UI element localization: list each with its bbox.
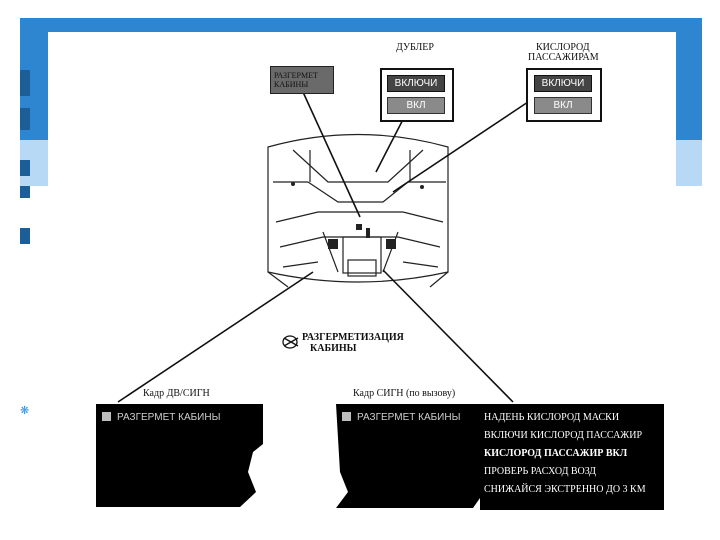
- oxygen-panel: ВКЛЮЧИ ВКЛ: [526, 68, 602, 122]
- left-frame-caption: Кадр ДВ/СИГН: [143, 388, 210, 399]
- cockpit-drawing: [96, 91, 529, 508]
- left-frame-alarm: РАЗГЕРМЕТ КАБИНЫ: [102, 412, 220, 423]
- oxygen-on-button[interactable]: ВКЛЮЧИ: [534, 75, 592, 92]
- left-screen-shape: [96, 404, 263, 507]
- depressurization-label-1: РАЗГЕРМЕТИЗАЦИЯ: [302, 332, 404, 343]
- slide-text-fragment: [20, 160, 30, 176]
- message-line: ВКЛЮЧИ КИСЛОРОД ПАССАЖИР: [484, 430, 643, 441]
- right-frame-alarm: РАЗГЕРМЕТ КАБИНЫ: [342, 412, 460, 423]
- message-line: НАДЕНЬ КИСЛОРОД МАСКИ: [484, 412, 620, 423]
- duplicate-panel: ВКЛЮЧИ ВКЛ: [380, 68, 454, 122]
- message-line: СНИЖАЙСЯ ЭКСТРЕННО ДО 3 КМ: [484, 484, 646, 495]
- oxygen-panel-title-1: КИСЛОРОД: [536, 42, 590, 53]
- right-frame-screen: РАЗГЕРМЕТ КАБИНЫ: [336, 404, 476, 424]
- alarm-indicator-icon: [342, 412, 351, 421]
- slide-text-fragment: [20, 70, 30, 96]
- cockpit-controls: [291, 182, 424, 249]
- oxygen-panel-title-2: ПАССАЖИРАМ: [528, 52, 599, 63]
- right-frame-alarm-text: РАЗГЕРМЕТ КАБИНЫ: [357, 412, 461, 423]
- slide-text-fragment: [20, 108, 30, 130]
- left-frame-alarm-text: РАЗГЕРМЕТ КАБИНЫ: [117, 412, 221, 423]
- duplicate-panel-title: ДУБЛЕР: [396, 42, 434, 53]
- cabin-pressure-panel: РАЗГЕРМЕТ КАБИНЫ: [270, 66, 334, 94]
- message-line: КИСЛОРОД ПАССАЖИР ВКЛ: [484, 448, 628, 459]
- slide-text-fragment: [20, 186, 30, 198]
- slide-text-fragment: [20, 228, 30, 244]
- depressurization-icon: [282, 335, 299, 349]
- depressurization-label-2: КАБИНЫ: [310, 343, 357, 354]
- slide-bullet: ❋: [20, 404, 30, 417]
- right-frame-caption: Кадр СИГН (по вызову): [353, 388, 456, 399]
- right-screen-shape: [336, 404, 480, 508]
- alarm-indicator-icon: [102, 412, 111, 421]
- message-line: ПРОВЕРЬ РАСХОД ВОЗД: [484, 466, 596, 477]
- left-frame-screen: РАЗГЕРМЕТ КАБИНЫ: [96, 404, 256, 424]
- duplicate-on-button[interactable]: ВКЛЮЧИ: [387, 75, 445, 92]
- message-panel: НАДЕНЬ КИСЛОРОД МАСКИ ВКЛЮЧИ КИСЛОРОД ПА…: [480, 404, 664, 510]
- cabin-pressure-label: РАЗГЕРМЕТ КАБИНЫ: [274, 71, 318, 89]
- leader-lines: [117, 91, 529, 403]
- duplicate-state-button[interactable]: ВКЛ: [387, 97, 445, 114]
- cockpit-outline: [267, 133, 449, 288]
- cockpit-diagram: РАЗГЕРМЕТ КАБИНЫ ДУБЛЕР ВКЛЮЧИ ВКЛ КИСЛО…: [48, 32, 676, 512]
- oxygen-state-button[interactable]: ВКЛ: [534, 97, 592, 114]
